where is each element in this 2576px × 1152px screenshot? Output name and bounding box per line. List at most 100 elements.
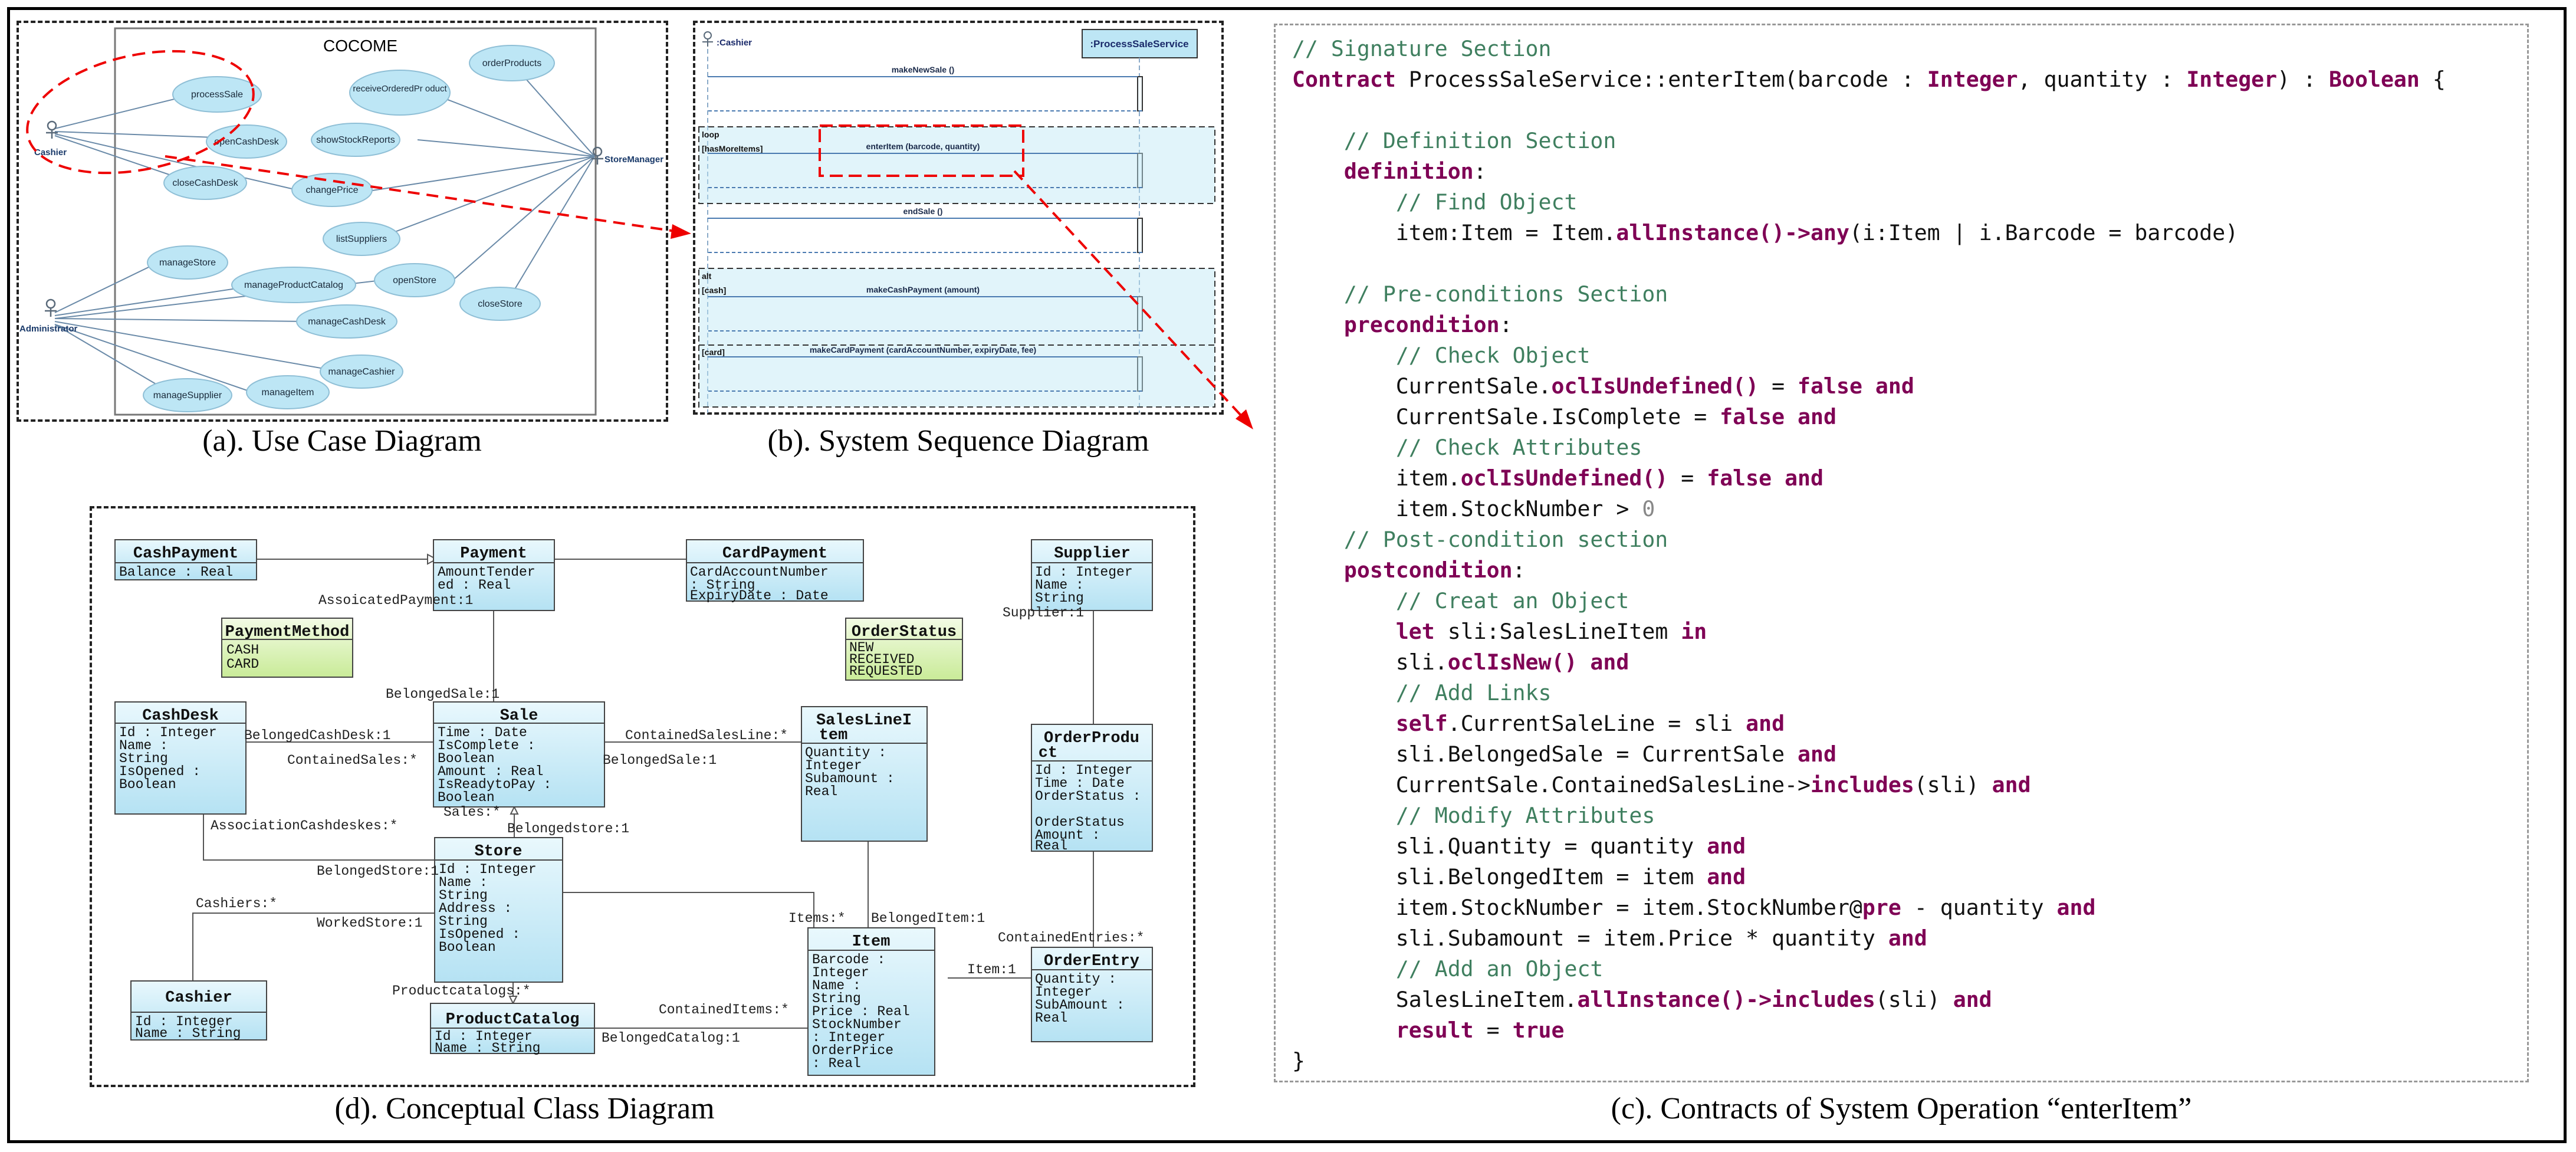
svg-text:Amount :: Amount : xyxy=(1035,828,1100,843)
svg-text:Supplier: Supplier xyxy=(1054,545,1131,563)
code-line: let sli:SalesLineItem in xyxy=(1292,616,1707,647)
code-text: , quantity : xyxy=(2018,67,2187,92)
system-lifeline-label: :ProcessSaleService xyxy=(1090,38,1188,50)
svg-text:Real: Real xyxy=(1035,838,1067,854)
svg-text:PaymentMethod: PaymentMethod xyxy=(225,623,350,641)
code-line: sli.BelongedItem = item and xyxy=(1292,862,1746,892)
svg-text:OrderStatus: OrderStatus xyxy=(852,623,957,641)
code-text xyxy=(1292,128,1344,153)
outer-frame xyxy=(7,7,2567,1143)
code-text: { xyxy=(2419,67,2446,92)
svg-text:OrderPrice: OrderPrice xyxy=(812,1043,893,1058)
svg-text:Integer: Integer xyxy=(805,758,862,773)
code-comment: // Signature Section xyxy=(1292,36,1552,61)
use-case-managecashier xyxy=(320,355,403,389)
svg-text:NEW: NEW xyxy=(849,640,874,655)
code-keyword: includes xyxy=(1811,772,1914,797)
code-text: = xyxy=(1668,465,1707,491)
code-line: // Modify Attributes xyxy=(1292,800,1655,831)
svg-text:changePrice: changePrice xyxy=(306,185,359,195)
svg-text:Supplier:1: Supplier:1 xyxy=(1003,605,1084,621)
svg-text:Id : Integer: Id : Integer xyxy=(135,1014,233,1029)
svg-text:String: String xyxy=(439,914,488,929)
svg-text:Item:1: Item:1 xyxy=(967,962,1016,977)
code-keyword: and xyxy=(1707,864,1746,890)
code-text: : xyxy=(1499,312,1513,337)
svg-text:OrderProdu: OrderProdu xyxy=(1044,730,1139,747)
svg-text:endSale (): endSale () xyxy=(903,206,943,216)
code-line: sli.Subamount = item.Price * quantity an… xyxy=(1292,923,1927,954)
svg-text:OrderStatus :: OrderStatus : xyxy=(1035,789,1141,804)
code-comment: // Check Attributes xyxy=(1395,435,1642,460)
use-case-processsale xyxy=(172,76,262,113)
use-case-receiveorderedproduct xyxy=(349,70,451,116)
use-case-manageproductcatalog xyxy=(231,267,356,303)
svg-text:Name : String: Name : String xyxy=(135,1026,241,1041)
code-text: sli.Quantity = quantity xyxy=(1292,833,1707,859)
svg-text:Boolean: Boolean xyxy=(439,940,496,955)
code-text: sli.BelongedItem = item xyxy=(1292,864,1707,890)
code-keyword: precondition xyxy=(1343,312,1500,337)
code-keyword: false and xyxy=(1707,465,1824,491)
code-comment: // Add Links xyxy=(1395,680,1552,705)
code-text: .CurrentSaleLine = sli xyxy=(1447,711,1746,736)
code-text xyxy=(1292,1018,1396,1043)
svg-text:Integer: Integer xyxy=(812,965,869,980)
svg-text:Cashiers:*: Cashiers:* xyxy=(196,896,277,911)
svg-text:StoreManager: StoreManager xyxy=(604,155,663,165)
svg-text:Sale: Sale xyxy=(500,707,538,725)
svg-text:CardAccountNumber: CardAccountNumber xyxy=(690,564,829,580)
svg-text:AssociationCashdeskes:*: AssociationCashdeskes:* xyxy=(211,818,397,833)
svg-text:REQUESTED: REQUESTED xyxy=(849,664,922,679)
caption-d: (d). Conceptual Class Diagram xyxy=(334,1092,715,1125)
svg-text:Price : Real: Price : Real xyxy=(812,1004,910,1019)
code-line: // Find Object xyxy=(1292,187,1578,218)
code-comment: // Pre-conditions Section xyxy=(1343,281,1668,307)
code-text xyxy=(1292,527,1344,552)
svg-text:Time : Date: Time : Date xyxy=(438,725,527,740)
system-lifeline-head xyxy=(1082,29,1198,58)
svg-text:Quantity :: Quantity : xyxy=(805,745,886,760)
svg-text:Name :: Name : xyxy=(439,875,488,890)
svg-text:CardPayment: CardPayment xyxy=(722,545,827,563)
svg-text:manageItem: manageItem xyxy=(262,388,314,398)
code-line: Contract ProcessSaleService::enterItem(b… xyxy=(1292,64,2446,95)
class-boxes xyxy=(114,539,1153,1076)
class-orderproduct xyxy=(1031,724,1153,852)
svg-text:CARD: CARD xyxy=(226,657,259,672)
code-keyword: false and xyxy=(1720,404,1836,429)
svg-text:Belongedstore:1: Belongedstore:1 xyxy=(507,821,629,836)
svg-text:: Integer: : Integer xyxy=(812,1030,885,1045)
code-text xyxy=(1292,803,1396,828)
code-keyword: Integer xyxy=(2186,67,2278,92)
svg-text:Integer: Integer xyxy=(1035,984,1092,1000)
svg-text:Cashier: Cashier xyxy=(165,989,232,1007)
message-labels: makeNewSale () enterItem (barcode, quant… xyxy=(810,65,1036,355)
svg-text:Amount : Real: Amount : Real xyxy=(438,764,543,779)
code-line: precondition: xyxy=(1292,310,1513,340)
highlight-box xyxy=(819,124,1024,177)
code-line: item:Item = Item.allInstance()->any(i:It… xyxy=(1292,218,2238,248)
svg-text:SalesLineI: SalesLineI xyxy=(816,712,912,730)
caption-b: (b). System Sequence Diagram xyxy=(767,424,1149,458)
code-keyword: postcondition xyxy=(1343,557,1513,583)
code-text: item. xyxy=(1292,465,1461,491)
svg-text:orderProducts: orderProducts xyxy=(482,58,542,68)
svg-text:OrderEntry: OrderEntry xyxy=(1044,953,1139,970)
class-cashier xyxy=(130,980,267,1041)
code-keyword: in xyxy=(1681,619,1707,644)
code-text: sli.BelongedSale = CurrentSale xyxy=(1292,741,1798,767)
code-keyword: and xyxy=(1746,711,1785,736)
svg-text:manageCashDesk: manageCashDesk xyxy=(308,317,386,327)
svg-text:Store: Store xyxy=(474,843,522,861)
svg-text:manageProductCatalog: manageProductCatalog xyxy=(244,280,343,290)
svg-text:Items:*: Items:* xyxy=(788,911,846,926)
code-line: sli.oclIsNew() and xyxy=(1292,647,1629,678)
svg-text:manageStore: manageStore xyxy=(159,258,216,268)
code-text: = xyxy=(1759,373,1798,399)
svg-text:Name : String: Name : String xyxy=(435,1041,540,1056)
svg-text:: Real: : Real xyxy=(812,1056,861,1071)
code-text: item.StockNumber = item.StockNumber@ xyxy=(1292,895,1862,920)
code-text: sli. xyxy=(1292,649,1448,675)
